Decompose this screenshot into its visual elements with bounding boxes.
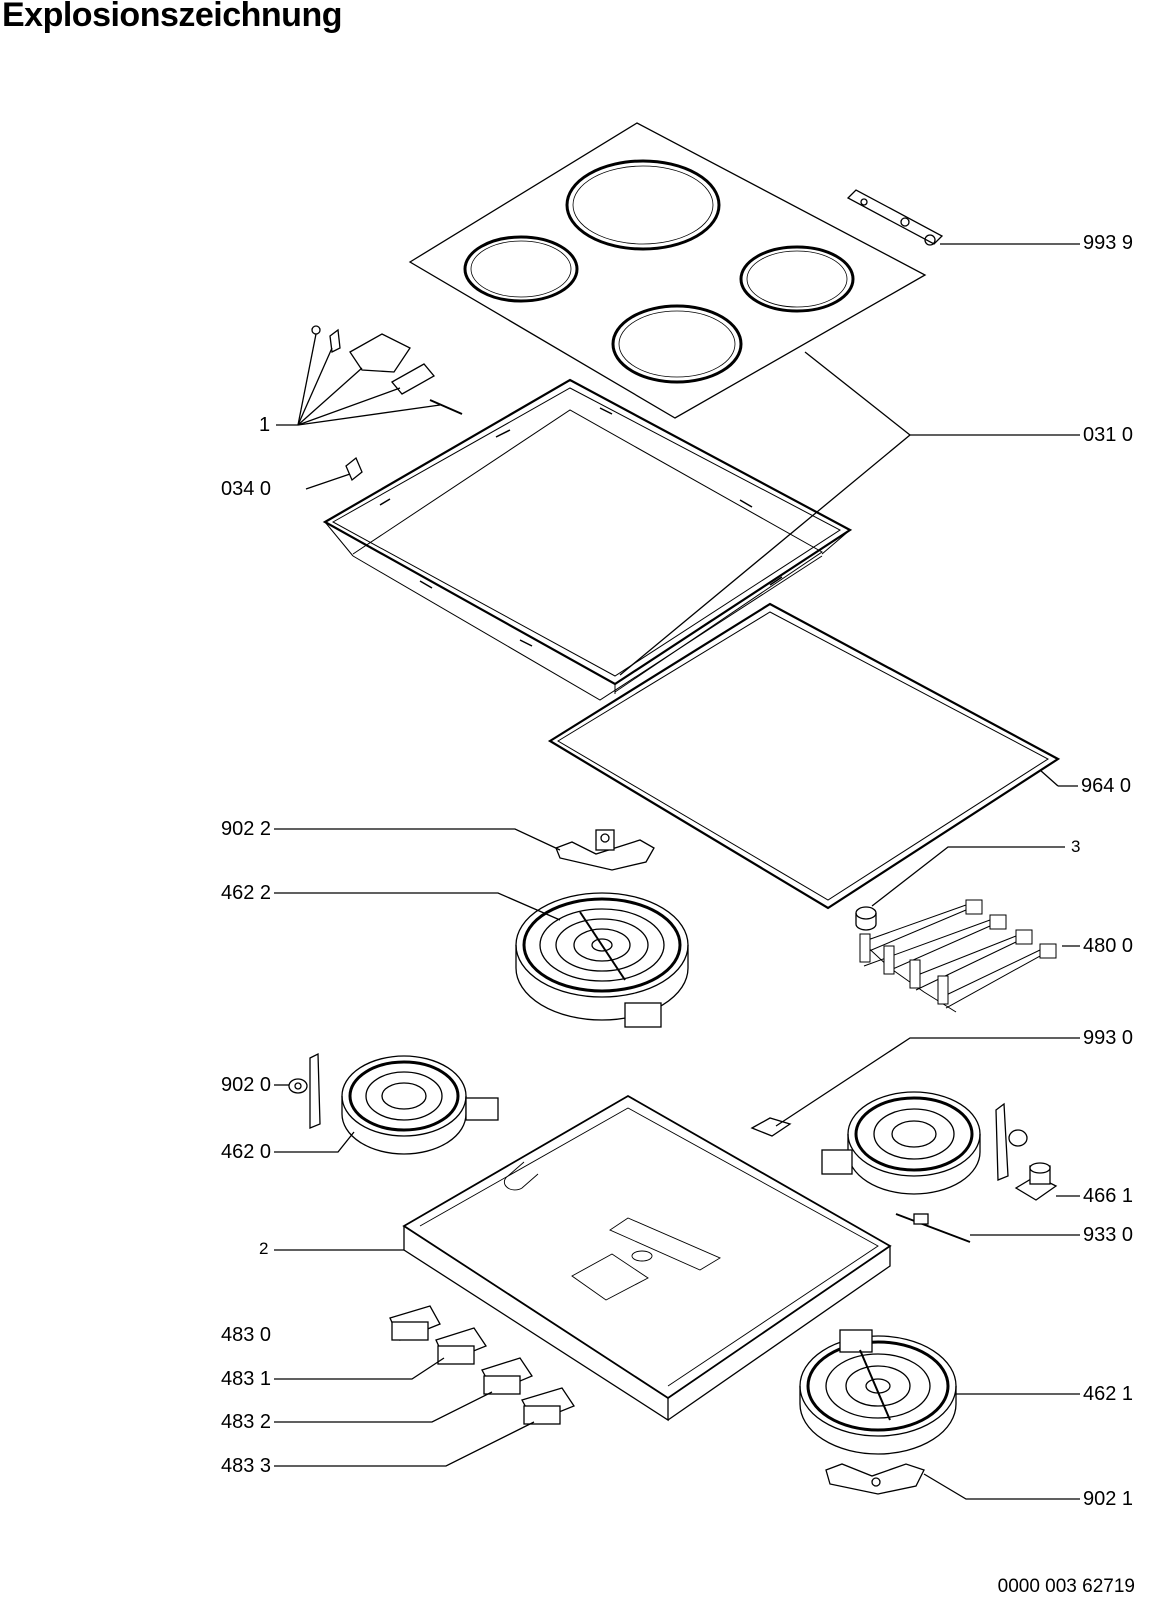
label-483-2: 483 2	[221, 1411, 272, 1433]
document-number: 0000 003 62719	[997, 1576, 1135, 1597]
label-902-1: 902 1	[1083, 1488, 1134, 1510]
ceramic-glass-top	[408, 122, 927, 419]
part-2-bottom-tray	[274, 1094, 892, 1422]
part-964-0-gasket	[547, 602, 1078, 910]
part-462-1-radiant-heater	[799, 1329, 1080, 1455]
label-1: 1	[259, 414, 271, 436]
label-902-0: 902 0	[221, 1074, 272, 1096]
label-993-0: 993 0	[1083, 1027, 1134, 1049]
part-480-0-wiring-harness	[859, 899, 1080, 1013]
label-3: 3	[1071, 837, 1081, 856]
part-466-1-switch	[1014, 1162, 1080, 1201]
label-034-0: 034 0	[221, 478, 272, 500]
label-483-3: 483 3	[221, 1455, 272, 1477]
part-radiant-heater-right	[821, 1091, 1028, 1195]
label-483-0: 483 0	[221, 1324, 272, 1346]
label-964-0: 964 0	[1081, 775, 1132, 797]
part-483-3-terminal-block	[274, 1387, 575, 1467]
label-462-2: 462 2	[221, 882, 272, 904]
part-902-0-bracket	[274, 1052, 321, 1129]
part-483-0-terminal-block	[389, 1305, 441, 1341]
part-3-knob	[855, 846, 1065, 931]
label-462-1: 462 1	[1083, 1383, 1134, 1405]
part-1-hinge-parts	[276, 325, 463, 426]
label-466-1: 466 1	[1083, 1185, 1134, 1207]
label-2: 2	[259, 1239, 269, 1258]
part-034-0-clip	[305, 456, 363, 490]
part-902-1-bracket	[825, 1463, 1080, 1500]
part-462-0-radiant-heater	[274, 1055, 499, 1155]
cooktop-frame	[322, 378, 911, 701]
part-993-9-control-strip	[846, 189, 1080, 246]
part-902-2-bracket	[274, 828, 655, 871]
label-031-0: 031 0	[1083, 424, 1134, 446]
part-483-1-terminal-block	[274, 1327, 487, 1380]
part-993-0-clip	[750, 1037, 1080, 1137]
page-title: Explosionszeichnung	[2, 0, 342, 34]
label-483-1: 483 1	[221, 1368, 272, 1390]
label-933-0: 933 0	[1083, 1224, 1134, 1246]
part-462-2-radiant-heater	[274, 892, 689, 1028]
part-933-0-sensor	[895, 1213, 1080, 1243]
label-462-0: 462 0	[221, 1141, 272, 1163]
label-902-2: 902 2	[221, 818, 272, 840]
label-993-9: 993 9	[1083, 232, 1134, 254]
label-480-0: 480 0	[1083, 935, 1134, 957]
part-483-2-terminal-block	[274, 1357, 533, 1423]
